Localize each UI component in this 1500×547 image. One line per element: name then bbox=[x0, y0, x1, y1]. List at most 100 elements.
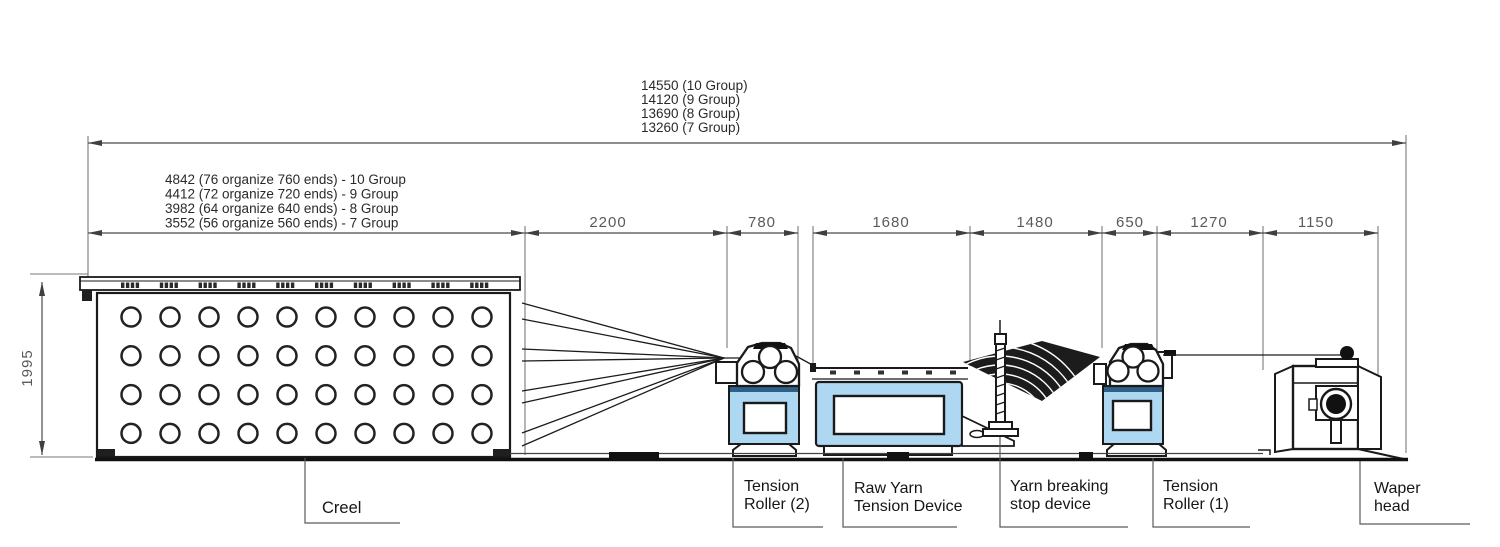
creel-left-foot bbox=[82, 290, 92, 301]
creel-bobbin bbox=[315, 345, 337, 367]
raw-yarn-label-line2: Tension Device bbox=[854, 498, 963, 515]
floor bbox=[95, 452, 1408, 462]
creel-bobbin bbox=[198, 345, 220, 367]
spool-clip-mark bbox=[198, 282, 202, 288]
spool-clip-mark bbox=[121, 282, 125, 288]
creel-bobbin bbox=[393, 422, 415, 445]
floor-pad bbox=[1079, 452, 1093, 458]
spool-clip-mark bbox=[203, 282, 207, 288]
rail-tick bbox=[950, 370, 956, 375]
rod-hatch bbox=[995, 374, 1006, 379]
roller1-roller-top bbox=[1121, 345, 1145, 369]
spool-clip-mark bbox=[164, 282, 169, 288]
part-labels: Creel Tension Roller (2) Raw Yarn Tensio… bbox=[304, 437, 1470, 528]
creel-bobbin bbox=[198, 306, 220, 328]
spool-clip-mark bbox=[484, 282, 489, 288]
spool-clip-mark bbox=[363, 282, 367, 288]
tension-roller-1-label-line1: Tension bbox=[1163, 478, 1218, 495]
waper-head-callout: Waper head bbox=[1359, 461, 1470, 525]
creel-bobbin bbox=[120, 383, 142, 406]
yarn-line bbox=[521, 318, 725, 359]
spool-clip-mark bbox=[315, 282, 319, 288]
tension-roller-1-leader bbox=[1152, 458, 1250, 528]
waper-top-bar bbox=[1315, 358, 1359, 368]
spool-clip-mark bbox=[402, 282, 406, 288]
creel-bobbin bbox=[393, 306, 415, 328]
creel-bobbin bbox=[198, 422, 220, 445]
roller2-roller-top bbox=[757, 344, 783, 370]
roller1-right-bracket bbox=[1164, 350, 1176, 356]
creel-bobbin bbox=[471, 345, 493, 367]
floor-pad bbox=[609, 452, 659, 458]
spool-clip-mark bbox=[446, 282, 450, 288]
spool-clip-mark bbox=[135, 282, 140, 288]
rod-cap bbox=[994, 333, 1007, 345]
spool-clip-mark bbox=[353, 282, 358, 288]
tension-roller-1-callout: Tension Roller (1) bbox=[1152, 458, 1250, 528]
yarn-breaking-label-line2: stop device bbox=[1010, 496, 1091, 513]
rod-hatch bbox=[995, 365, 1006, 370]
waper-stem bbox=[1330, 419, 1342, 444]
spool-clip-mark bbox=[407, 282, 411, 288]
dim-2200: 2200 bbox=[589, 214, 626, 231]
roller1-left-flange bbox=[1093, 363, 1107, 385]
waper-left-step bbox=[1258, 449, 1271, 455]
creel-label: Creel bbox=[322, 499, 361, 517]
spool-clip-mark bbox=[286, 282, 290, 288]
yarn-line bbox=[521, 348, 725, 359]
creel-bobbin bbox=[354, 306, 376, 328]
creel bbox=[79, 276, 521, 459]
tension-roller-2-label-line1: Tension bbox=[744, 478, 799, 495]
dim-1995: 1995 bbox=[19, 349, 36, 386]
creel-bobbin bbox=[393, 383, 415, 406]
rod-hatches bbox=[995, 347, 1006, 415]
creel-dim-7group: 3552 (56 organize 560 ends) - 7 Group bbox=[165, 216, 398, 231]
yarn-breaking-label-line1: Yarn breaking bbox=[1010, 478, 1108, 495]
creel-bobbin bbox=[393, 345, 415, 367]
creel-bobbin bbox=[198, 383, 220, 406]
creel-bobbin bbox=[432, 345, 454, 367]
waper-head-leader bbox=[1359, 461, 1470, 525]
spool-clip-mark bbox=[276, 282, 280, 288]
height-dimension: 1995 bbox=[19, 273, 93, 458]
rail-tick bbox=[926, 370, 932, 375]
dim-1270: 1270 bbox=[1190, 214, 1227, 231]
yarn-line bbox=[521, 302, 725, 359]
roller2-roller-left bbox=[740, 359, 766, 385]
spool-clip-mark bbox=[247, 282, 251, 288]
raw-yarn-tension-device-callout: Raw Yarn Tension Device bbox=[842, 458, 963, 528]
creel-bobbin bbox=[471, 306, 493, 328]
rod-shaft bbox=[995, 343, 1006, 423]
spool-clip-mark bbox=[470, 282, 474, 288]
waper-right-panel bbox=[1357, 364, 1382, 450]
creel-bobbin bbox=[354, 422, 376, 445]
yarn-fan bbox=[521, 302, 725, 447]
spool-clip-mark bbox=[208, 282, 212, 288]
waper-plate-tab bbox=[1308, 398, 1318, 411]
spool-clip-mark bbox=[213, 282, 217, 288]
overall-dim-7group: 13260 (7 Group) bbox=[641, 120, 740, 135]
spool-clip-mark bbox=[368, 282, 372, 288]
spool-clip-mark bbox=[290, 282, 295, 288]
spool-clip-mark bbox=[397, 282, 401, 288]
roller2-yarn-guide bbox=[715, 361, 739, 384]
roller2-body-top-strip bbox=[730, 387, 798, 392]
overall-dim-10group: 14550 (10 Group) bbox=[641, 78, 748, 93]
creel-bobbin bbox=[159, 422, 181, 445]
spool-clip-mark bbox=[237, 282, 241, 288]
spool-clip-mark bbox=[242, 282, 246, 288]
yarn-breaking-stop-device-callout: Yarn breaking stop device bbox=[999, 437, 1128, 528]
creel-bobbin-grid bbox=[120, 306, 493, 445]
yarn-line bbox=[521, 357, 725, 362]
tension-roller-2-label-line2: Roller (2) bbox=[744, 496, 810, 513]
dim-1680: 1680 bbox=[872, 214, 909, 231]
spool-clip-mark bbox=[480, 282, 484, 288]
raw-yarn-label-line1: Raw Yarn bbox=[854, 480, 923, 497]
rod-hatch bbox=[995, 347, 1006, 352]
creel-top-rail bbox=[79, 276, 521, 291]
creel-bobbin bbox=[120, 345, 142, 367]
rod-foot bbox=[982, 428, 1019, 437]
roller1-window bbox=[1111, 399, 1153, 432]
